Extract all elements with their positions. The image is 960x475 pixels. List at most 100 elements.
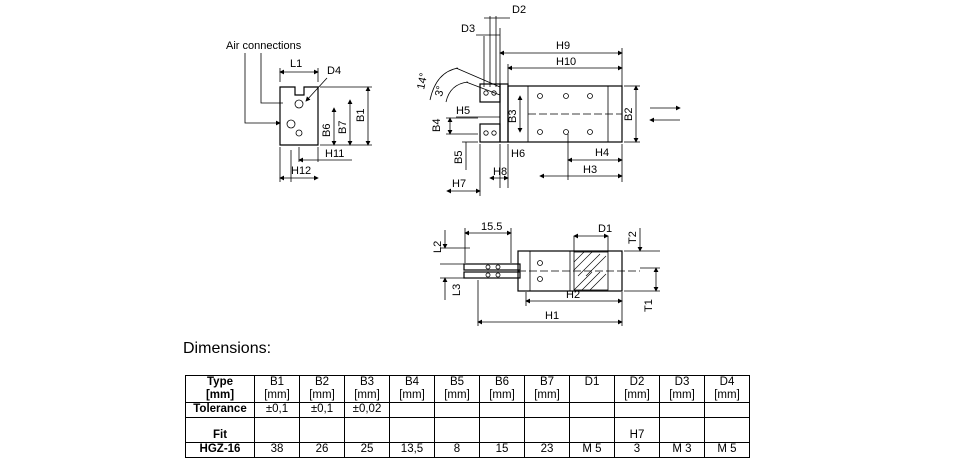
dim-H2: H2 [566, 289, 580, 301]
tolerance-cell [569, 402, 615, 418]
technical-drawing: Air connections L1 D4 B1 B6 B7 H11 H12 [226, 4, 681, 326]
column-name: D2 [629, 376, 645, 388]
dimensions-title: Dimensions: [183, 340, 272, 357]
dim-T1: T1 [643, 299, 655, 312]
dim-L3: L3 [451, 284, 463, 296]
model-value-cell: 15 [479, 442, 525, 458]
dim-15-5: 15.5 [481, 221, 502, 233]
fit-row: Fit H7 [185, 417, 750, 443]
model-value-cell: 3 [614, 442, 660, 458]
dim-H8: H8 [493, 166, 507, 178]
air-connections-label: Air connections [226, 40, 302, 52]
fit-cell [389, 417, 435, 443]
column-name: B3 [359, 376, 375, 388]
dim-H7: H7 [452, 178, 466, 190]
column-name: B2 [314, 376, 330, 388]
column-header: B7[mm] [524, 375, 570, 403]
model-label: HGZ-16 [185, 442, 255, 458]
column-unit: [mm] [399, 389, 425, 401]
dim-D3: D3 [461, 23, 475, 35]
tolerance-cell: ±0,1 [299, 402, 345, 418]
column-name: B1 [269, 376, 285, 388]
dim-L2: L2 [432, 241, 444, 253]
side-view: Air connections L1 D4 B1 B6 B7 H11 H12 [226, 40, 372, 182]
dim-H1: H1 [545, 310, 559, 322]
dim-B6: B6 [321, 124, 333, 137]
column-header: D4[mm] [704, 375, 750, 403]
column-header: B3[mm] [344, 375, 390, 403]
tolerance-cell: ±0,02 [344, 402, 390, 418]
model-value-cell: 38 [254, 442, 300, 458]
fit-cell [659, 417, 705, 443]
column-header: D1 [569, 375, 615, 403]
tolerance-cell [479, 402, 525, 418]
column-unit: [mm] [714, 389, 740, 401]
dim-H11: H11 [325, 148, 344, 160]
dim-angle-3: 3° [433, 85, 447, 98]
fit-label: Fit [185, 417, 255, 443]
tolerance-row: Tolerance ±0,1±0,1±0,02 [185, 402, 750, 418]
column-unit: [mm] [489, 389, 515, 401]
tolerance-cell [524, 402, 570, 418]
column-header: B2[mm] [299, 375, 345, 403]
column-name: B7 [539, 376, 555, 388]
column-unit: [mm] [309, 389, 335, 401]
dim-B2: B2 [623, 108, 635, 121]
dim-B7: B7 [337, 121, 349, 134]
column-name: D4 [719, 376, 735, 388]
tolerance-cell: ±0,1 [254, 402, 300, 418]
model-value-cell: 26 [299, 442, 345, 458]
column-name: B6 [494, 376, 510, 388]
model-value-cell: 25 [344, 442, 390, 458]
side-body [279, 86, 319, 146]
type-label: Type [207, 376, 233, 388]
dim-H12: H12 [291, 165, 311, 177]
fit-cell: H7 [614, 417, 660, 443]
dim-H4: H4 [595, 147, 609, 159]
type-unit: [mm] [205, 389, 235, 401]
fit-cell [434, 417, 480, 443]
column-unit: [mm] [624, 389, 650, 401]
column-header: D3[mm] [659, 375, 705, 403]
dim-H6: H6 [511, 148, 525, 160]
dim-H10: H10 [556, 56, 576, 68]
dim-angle-14: 14° [415, 72, 430, 91]
tolerance-label: Tolerance [185, 402, 255, 418]
column-header: B1[mm] [254, 375, 300, 403]
column-unit: [mm] [669, 389, 695, 401]
column-name: D3 [674, 376, 690, 388]
column-unit: [mm] [354, 389, 380, 401]
column-name: B5 [449, 376, 465, 388]
tolerance-cell [704, 402, 750, 418]
column-header: B5[mm] [434, 375, 480, 403]
type-header: Type [mm] [185, 375, 255, 403]
dim-D1: D1 [598, 223, 612, 235]
top-view: D3 D2 H9 H10 14° 3° [415, 4, 681, 196]
dim-H3: H3 [583, 164, 597, 176]
column-header: B4[mm] [389, 375, 435, 403]
column-header: B6[mm] [479, 375, 525, 403]
column-unit: [mm] [534, 389, 560, 401]
fit-cell [254, 417, 300, 443]
dim-D4: D4 [327, 65, 341, 77]
table-header-row: Type [mm] B1[mm]B2[mm]B3[mm]B4[mm]B5[mm]… [185, 375, 750, 403]
dim-H9: H9 [556, 40, 570, 52]
model-value-cell: M 3 [659, 442, 705, 458]
fit-cell [344, 417, 390, 443]
fit-cell [704, 417, 750, 443]
fit-cell [479, 417, 525, 443]
column-header: D2[mm] [614, 375, 660, 403]
model-value-cell: M 5 [569, 442, 615, 458]
column-name: B4 [404, 376, 420, 388]
dim-B5: B5 [453, 151, 465, 164]
model-value-cell: 8 [434, 442, 480, 458]
dim-L1: L1 [290, 58, 302, 70]
column-name: D1 [584, 376, 600, 388]
dim-B1: B1 [355, 109, 367, 122]
fit-cell [569, 417, 615, 443]
column-unit: [mm] [264, 389, 290, 401]
front-view: 15.5 L2 L3 [432, 221, 660, 326]
tolerance-cell [659, 402, 705, 418]
fit-cell [524, 417, 570, 443]
dim-H5: H5 [456, 105, 470, 117]
